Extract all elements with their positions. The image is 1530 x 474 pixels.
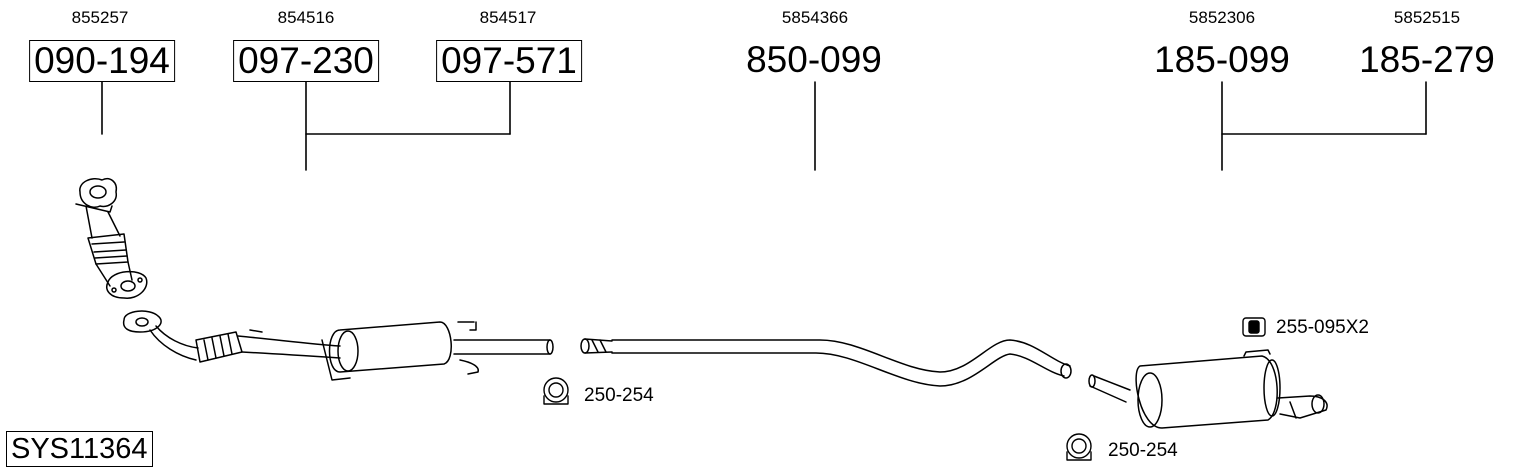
clamp-icon-rear — [1066, 433, 1092, 461]
rubber-mount-label[interactable]: 255-095X2 — [1276, 317, 1369, 338]
oe-number-5852306: 5852306 — [1188, 8, 1256, 27]
oe-number-854516: 854516 — [277, 8, 335, 27]
clamp-label-rear[interactable]: 250-254 — [1108, 440, 1178, 461]
part-number-185-099[interactable]: 185-099 — [1154, 39, 1290, 80]
leader-lines — [101, 81, 1427, 171]
oe-number-5852515: 5852515 — [1393, 8, 1461, 27]
clamp-icon-front — [543, 377, 569, 405]
clamp-label-front[interactable]: 250-254 — [584, 385, 654, 406]
rear-silencer-drawing — [1088, 349, 1328, 429]
oe-number-5854366: 5854366 — [781, 8, 849, 27]
system-code-label: SYS11364 — [6, 431, 153, 467]
front-pipe-drawing — [122, 310, 554, 381]
oe-number-855257: 855257 — [71, 8, 129, 27]
part-number-090-194[interactable]: 090-194 — [29, 40, 175, 82]
rubber-mount-icon — [1242, 317, 1266, 337]
part-number-185-279[interactable]: 185-279 — [1359, 39, 1495, 80]
oe-number-854517: 854517 — [479, 8, 537, 27]
middle-pipe-drawing — [580, 338, 1072, 387]
manifold-catalyst-drawing — [75, 178, 148, 299]
part-number-097-571[interactable]: 097-571 — [436, 40, 582, 82]
part-number-097-230[interactable]: 097-230 — [233, 40, 379, 82]
part-number-850-099[interactable]: 850-099 — [746, 39, 882, 80]
